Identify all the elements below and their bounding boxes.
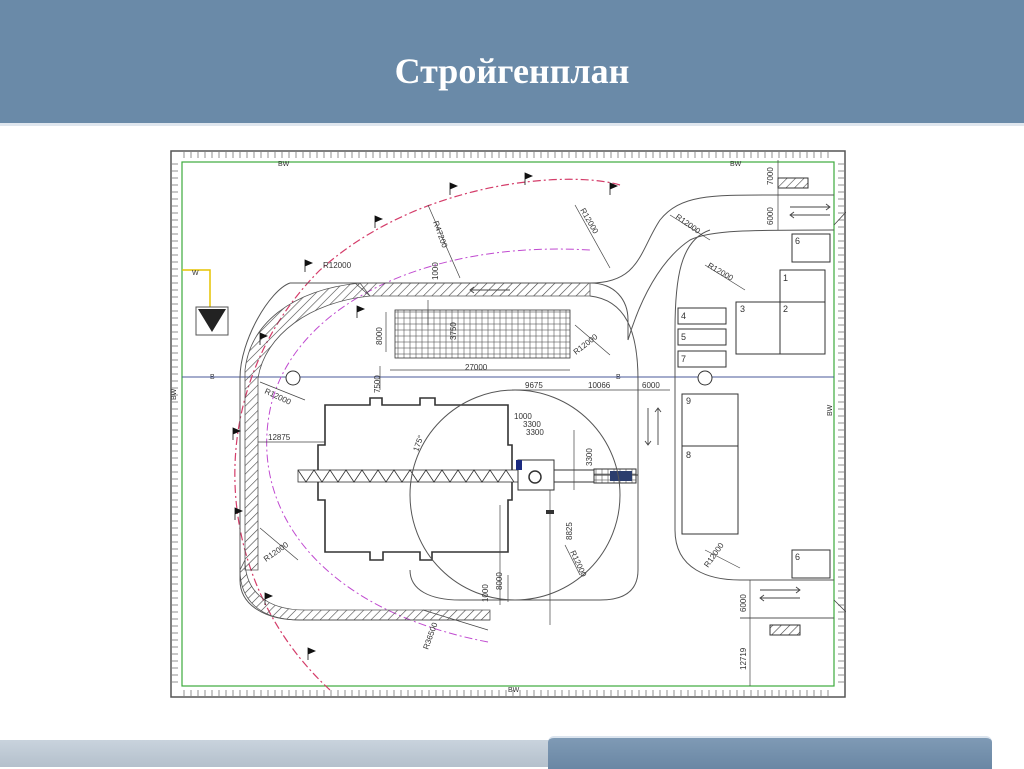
dimension-label: 8000 bbox=[375, 327, 384, 345]
slide-header: Стройгенплан bbox=[0, 0, 1024, 126]
dimension-label: R12000 bbox=[323, 261, 352, 270]
footer-tab bbox=[548, 736, 992, 769]
site-road-loop bbox=[409, 295, 639, 601]
dimension-label: 9675 bbox=[525, 381, 543, 390]
dimension-label: 3300 bbox=[526, 428, 544, 437]
site-building-3 bbox=[735, 301, 782, 355]
site-building-4 bbox=[677, 307, 727, 325]
dimension-lines bbox=[258, 160, 779, 686]
dimension-label: 3300 bbox=[585, 448, 594, 466]
dimension-label: 1000 bbox=[431, 262, 440, 280]
fence-label: BW bbox=[508, 687, 520, 694]
traffic-arrows bbox=[469, 203, 831, 602]
building-label: 7 bbox=[681, 354, 686, 364]
site-building-7 bbox=[677, 350, 727, 368]
fence-label: BW bbox=[278, 161, 290, 168]
building-label: 4 bbox=[681, 311, 686, 321]
site-fence bbox=[181, 161, 835, 687]
fence-label: BW bbox=[730, 161, 742, 168]
access-road-right bbox=[589, 194, 834, 284]
building-label: 3 bbox=[740, 304, 745, 314]
crane-tower bbox=[517, 459, 555, 491]
dimension-label: 7500 bbox=[373, 375, 382, 393]
mesh-storage-area bbox=[394, 309, 571, 359]
building-label: 5 bbox=[681, 332, 686, 342]
dimension-label: 7000 bbox=[766, 167, 775, 185]
dimension-label: 3750 bbox=[449, 322, 458, 340]
dimension-label: 10066 bbox=[588, 381, 611, 390]
crane-ballast-block bbox=[610, 471, 632, 481]
slide-title: Стройгенплан bbox=[394, 51, 630, 91]
building-label: 9 bbox=[686, 396, 691, 406]
checkpoint-booth bbox=[769, 624, 801, 636]
dimension-label: 1000 bbox=[481, 584, 490, 602]
road-hatching-left bbox=[244, 282, 371, 571]
dimension-label: 6000 bbox=[766, 207, 775, 225]
site-building-8 bbox=[681, 445, 739, 535]
building-label: 6 bbox=[795, 552, 800, 562]
access-road-right-inner bbox=[627, 229, 835, 341]
dimension-label: 6000 bbox=[739, 594, 748, 612]
dimension-label: 8000 bbox=[495, 572, 504, 590]
water-label: W bbox=[192, 270, 199, 277]
crane-radius-arc-inner bbox=[266, 248, 591, 643]
site-building-6-bottom bbox=[791, 549, 831, 579]
site-building-2 bbox=[779, 301, 826, 355]
dimension-label: 12719 bbox=[739, 647, 748, 670]
road-hatching-bottom bbox=[239, 559, 491, 621]
footer-bar bbox=[0, 740, 560, 767]
gate-marker bbox=[833, 211, 846, 613]
construction-site-plan: BW BW BW BW BW B B W 6 1 3 bbox=[170, 150, 846, 698]
site-building-9 bbox=[681, 393, 739, 447]
crane-radius-arc-outer bbox=[234, 178, 621, 691]
checkpoint-booth bbox=[777, 177, 809, 189]
lighting-pole bbox=[697, 370, 713, 386]
building-label: 2 bbox=[783, 304, 788, 314]
fence-label: BW bbox=[171, 388, 178, 400]
site-building-5 bbox=[677, 328, 727, 346]
building-label: 6 bbox=[795, 236, 800, 246]
water-line bbox=[182, 269, 211, 308]
dimension-label: 6000 bbox=[642, 381, 660, 390]
dimension-label: 1000 bbox=[514, 412, 532, 421]
crane-turntable bbox=[528, 470, 542, 484]
dimension-label: 27000 bbox=[465, 363, 488, 372]
building-label: 1 bbox=[783, 273, 788, 283]
fence-label: BW bbox=[827, 404, 834, 416]
site-building-6-top bbox=[791, 233, 831, 263]
transformer-icon bbox=[198, 309, 226, 332]
building-label: 8 bbox=[686, 450, 691, 460]
lighting-pole bbox=[285, 370, 301, 386]
dimension-label: 3300 bbox=[523, 420, 541, 429]
fence-label: B bbox=[616, 374, 621, 381]
crane-jib bbox=[297, 469, 519, 483]
road-hatching-top bbox=[353, 282, 591, 297]
fence-label: B bbox=[210, 374, 215, 381]
warning-flags bbox=[232, 172, 619, 660]
site-road-east bbox=[674, 229, 834, 581]
dimension-label: 8825 bbox=[565, 522, 574, 540]
frame-ticks bbox=[172, 152, 844, 696]
site-building-1 bbox=[779, 269, 826, 303]
crane-cab bbox=[516, 460, 522, 470]
dimension-label: 12875 bbox=[268, 433, 291, 442]
survey-marker bbox=[546, 510, 554, 514]
